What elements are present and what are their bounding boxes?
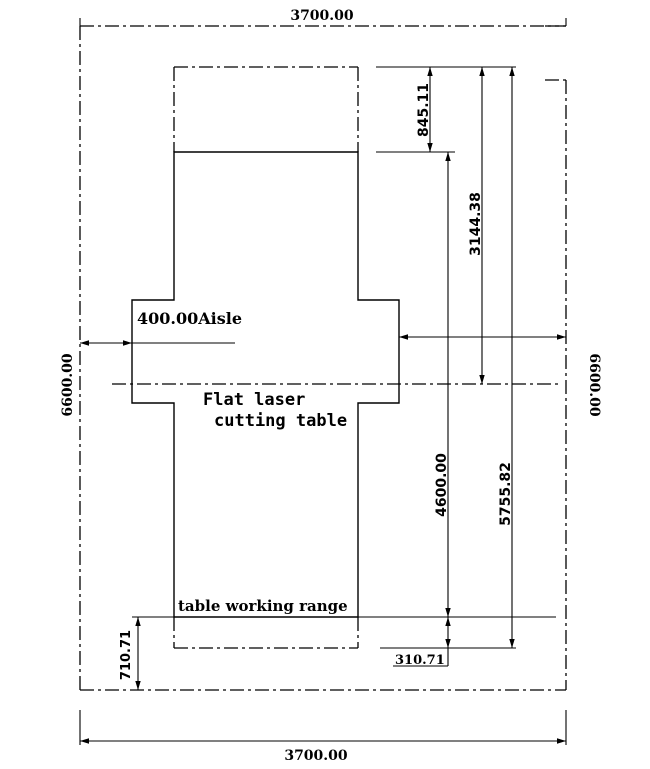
working-range-label: table working range (178, 597, 348, 615)
dim-top-gap: 845.11 (416, 67, 433, 152)
dim-bottom-width-label: 3700.00 (284, 748, 348, 764)
dim-machine-length-label: 4600.00 (434, 453, 450, 517)
dim-top-width: 3700.00 (79, 8, 567, 26)
dim-bottom-offset: 710.71 (119, 616, 174, 690)
extension-top (173, 66, 359, 152)
dim-top-gap-label: 845.11 (416, 83, 432, 137)
table-label-line2: cutting table (214, 411, 347, 431)
dim-end-gap: 310.71 (393, 617, 451, 668)
dim-top-width-label: 3700.00 (290, 8, 354, 24)
right-extension-lines (358, 66, 556, 649)
outer-boundary (79, 25, 567, 691)
table-label-line1: Flat laser (203, 390, 305, 410)
dim-right-height-label: 6600.00 (586, 353, 602, 417)
extension-bottom (173, 617, 359, 649)
dim-half-length-label: 3144.38 (468, 192, 484, 256)
dim-bottom-offset-label: 710.71 (119, 630, 134, 680)
dim-left-height-label: 6600.00 (60, 353, 76, 417)
dim-total-length: 5755.82 (498, 67, 515, 648)
dim-end-gap-label: 310.71 (395, 653, 445, 668)
aisle-label: 400.00Aisle (137, 309, 242, 328)
dim-half-length: 3144.38 (468, 67, 485, 384)
dim-machine-length: 4600.00 (434, 152, 451, 617)
dim-aisle: 400.00Aisle (80, 309, 566, 346)
dim-total-length-label: 5755.82 (498, 462, 514, 526)
dim-bottom-width: 3700.00 (79, 710, 567, 764)
